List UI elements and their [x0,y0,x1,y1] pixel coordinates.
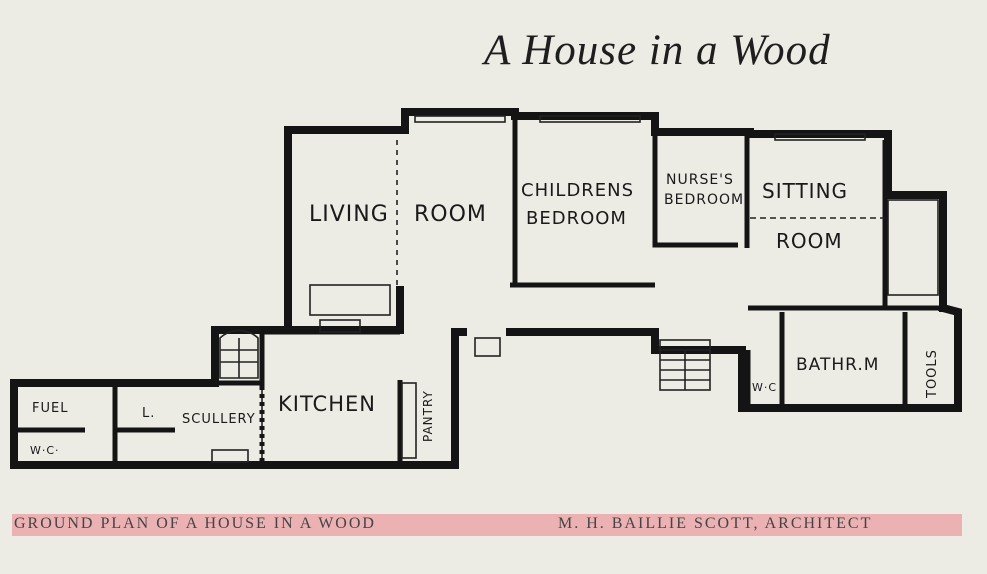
label-living: LIVING [309,202,389,227]
room-labels: LIVING ROOM CHILDRENS BEDROOM NURSE'S BE… [30,172,940,457]
label-living-room: ROOM [414,202,487,227]
sitting-bay [887,199,939,296]
living-room-window [414,115,506,123]
pantry-shelf [401,382,417,459]
kitchen-range [319,319,361,333]
wall-east [901,303,962,412]
label-scullery: SCULLERY [182,412,256,427]
walls [10,108,962,469]
label-sitting-room: ROOM [776,229,843,253]
label-childrens-bedroom: BEDROOM [526,208,627,229]
wall-pantry-east [396,328,467,469]
living-hearth [309,284,391,316]
label-bathroom: BATHR.M [796,355,879,375]
label-sitting: SITTING [762,179,848,203]
sitting-window [774,133,866,141]
plan-title: A House in a Wood [484,27,831,74]
caption-highlight [12,514,962,536]
main-staircase [659,339,711,391]
entrance-step [474,337,501,357]
west-staircase [219,329,259,379]
label-nurses-bedroom: BEDROOM [664,192,744,208]
scullery-sink [211,449,249,463]
label-nurses: NURSE'S [666,172,734,188]
interior-walls [14,116,943,465]
thin-details [211,115,939,463]
childrens-window [539,115,641,123]
label-fuel: FUEL [32,401,68,416]
label-childrens: CHILDRENS [521,180,634,201]
label-wc-west: W·C· [30,444,60,457]
wall-corridor-south [506,328,746,354]
wall-living-south [284,286,404,334]
label-kitchen: KITCHEN [278,392,376,416]
wall-north [284,108,947,334]
label-wc-east: W·C [752,381,777,394]
label-tools: TOOLS [925,349,940,399]
label-larder: L. [142,406,155,421]
wall-south-east [738,346,909,412]
caption-architect: M. H. BAILLIE SCOTT, ARCHITECT [558,515,873,532]
caption-plan-title: GROUND PLAN OF A HOUSE IN A WOOD [14,515,376,532]
wall-nurses [652,132,738,248]
label-pantry: PANTRY [421,390,435,442]
